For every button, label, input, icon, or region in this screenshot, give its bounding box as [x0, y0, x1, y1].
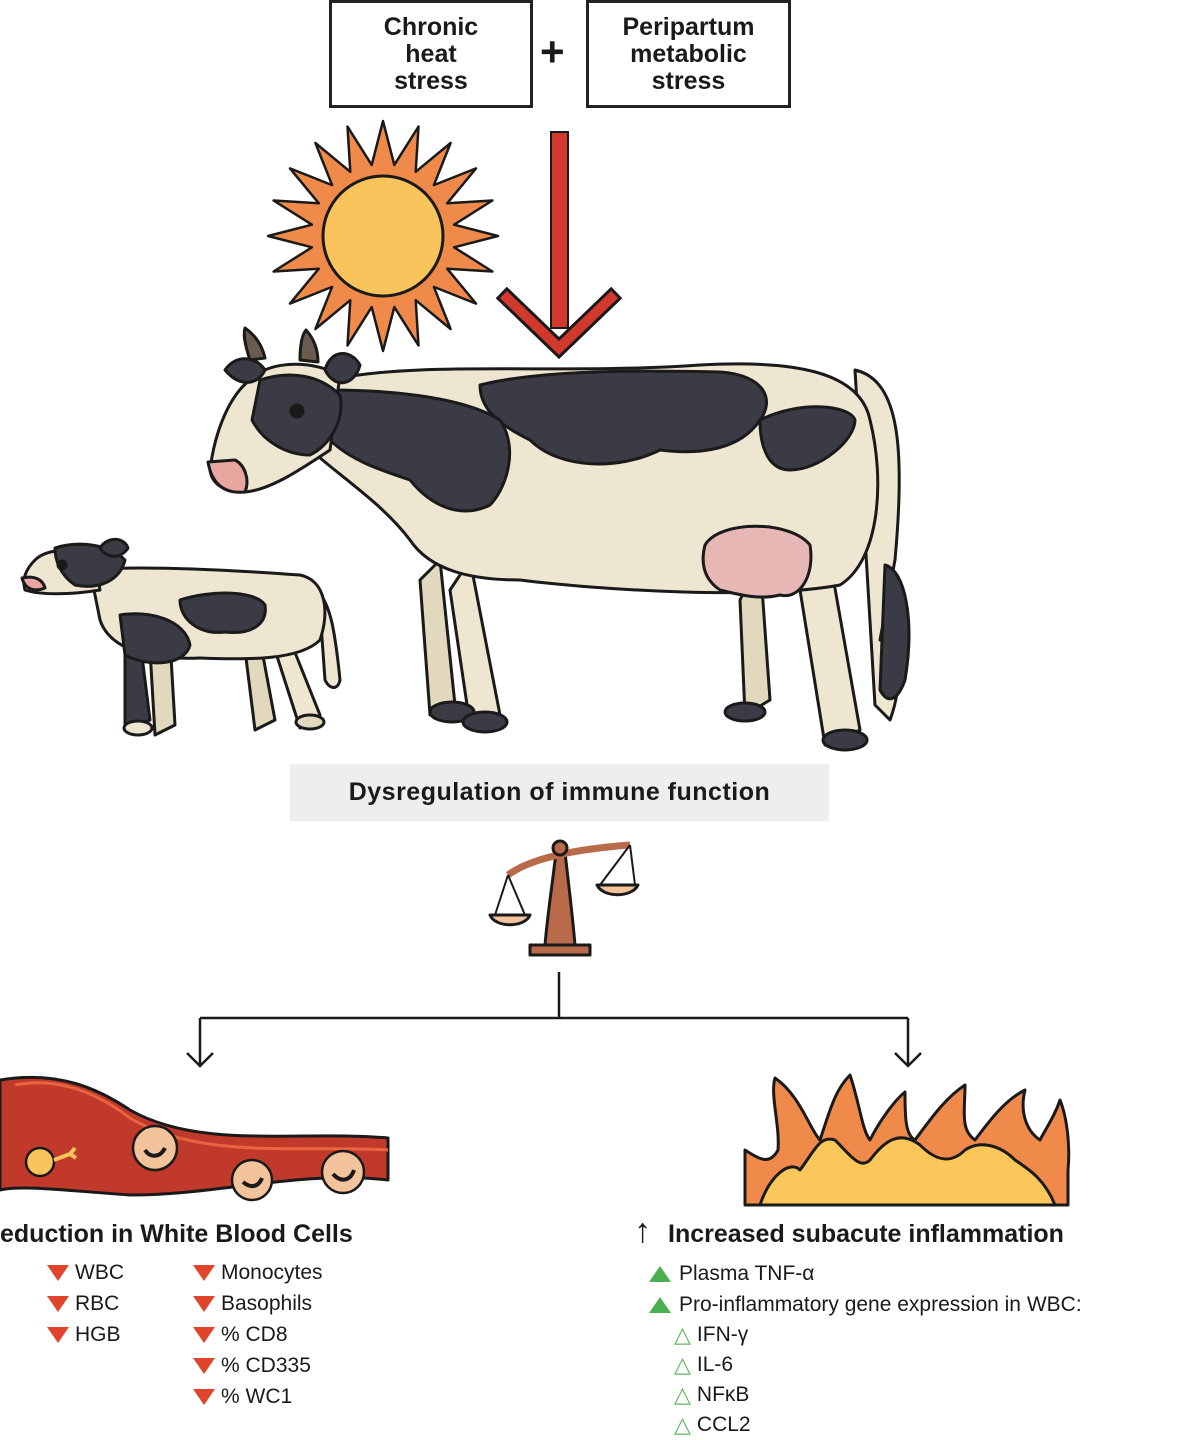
reduction-wbc-heading: eduction in White Blood Cells: [0, 1220, 353, 1249]
decrease-item: % CD8: [193, 1323, 288, 1347]
decrease-item-label: % CD335: [221, 1354, 311, 1378]
increase-item: Pro-inflammatory gene expression in WBC:: [649, 1293, 1082, 1317]
down-arrow-icon: [507, 132, 611, 348]
decrease-item: HGB: [47, 1323, 121, 1347]
decrease-item-label: Basophils: [221, 1292, 312, 1316]
gene-item: △ IFN-γ: [674, 1323, 748, 1347]
calf-icon: [22, 539, 340, 735]
blood-vessel-icon: [0, 1077, 388, 1200]
decrease-item-label: HGB: [75, 1323, 121, 1347]
gene-item-label: CCL2: [697, 1413, 751, 1437]
gene-item: △ NFκB: [674, 1383, 749, 1407]
decrease-triangle-icon: [47, 1296, 69, 1312]
decrease-item-label: % WC1: [221, 1385, 292, 1409]
increase-item-label: Pro-inflammatory gene expression in WBC:: [679, 1293, 1082, 1317]
decrease-triangle-icon: [193, 1358, 215, 1374]
decrease-triangle-icon: [193, 1389, 215, 1405]
decrease-triangle-icon: [193, 1296, 215, 1312]
decrease-item-label: WBC: [75, 1261, 124, 1285]
gene-item-label: NFκB: [697, 1383, 750, 1407]
decrease-item: Monocytes: [193, 1261, 323, 1285]
increase-item: Plasma TNF-α: [649, 1262, 814, 1286]
gene-item-label: IFN-γ: [697, 1323, 748, 1347]
decrease-triangle-icon: [193, 1327, 215, 1343]
decrease-item: WBC: [47, 1261, 124, 1285]
decrease-item: % WC1: [193, 1385, 292, 1409]
increase-triangle-icon: [649, 1266, 671, 1282]
dysregulation-label: Dysregulation of immune function: [290, 764, 829, 821]
increase-triangle-icon: [649, 1297, 671, 1313]
decrease-item-label: RBC: [75, 1292, 119, 1316]
decrease-triangle-icon: [47, 1327, 69, 1343]
up-arrow-icon: ↑: [634, 1212, 651, 1251]
increase-open-triangle-icon: △: [674, 1324, 691, 1346]
branch-connector: [187, 972, 921, 1066]
increase-open-triangle-icon: △: [674, 1414, 691, 1436]
increased-inflammation-heading: Increased subacute inflammation: [668, 1220, 1064, 1249]
decrease-item: % CD335: [193, 1354, 311, 1378]
cow-icon: [208, 328, 909, 750]
decrease-item-label: Monocytes: [221, 1261, 323, 1285]
increase-open-triangle-icon: △: [674, 1384, 691, 1406]
increase-item-label: Plasma TNF-α: [679, 1262, 814, 1286]
decrease-triangle-icon: [47, 1265, 69, 1281]
gene-item: △ IL-6: [674, 1353, 733, 1377]
gene-item: △ CCL2: [674, 1413, 751, 1437]
decrease-item-label: % CD8: [221, 1323, 288, 1347]
decrease-item: RBC: [47, 1292, 119, 1316]
decrease-item: Basophils: [193, 1292, 312, 1316]
fire-icon: [745, 1075, 1069, 1205]
balance-scale-icon: [490, 841, 638, 955]
gene-item-label: IL-6: [697, 1353, 733, 1377]
decrease-triangle-icon: [193, 1265, 215, 1281]
increase-open-triangle-icon: △: [674, 1354, 691, 1376]
sun-icon: [268, 121, 498, 351]
